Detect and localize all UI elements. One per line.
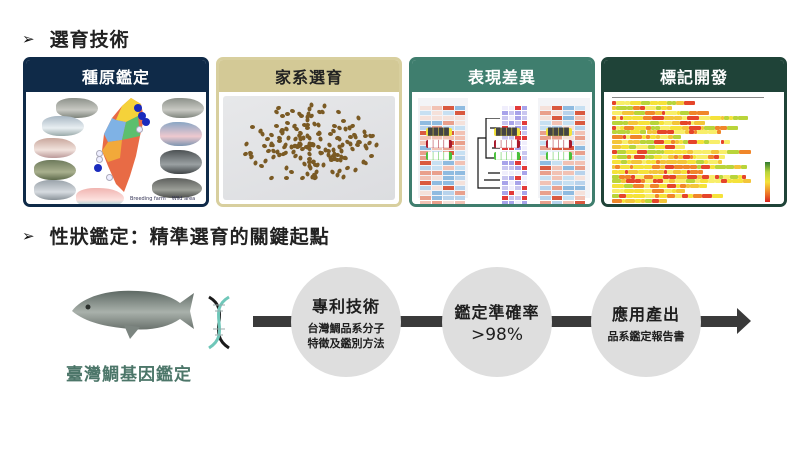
step-subtitle: 台灣鯛品系分子 特徵及鑑別方法 (307, 322, 385, 350)
flow-connector (699, 316, 739, 327)
fish-gene-identification-caption: 臺灣鯛基因鑑定 (66, 365, 192, 385)
dna-helix-icon (208, 295, 230, 350)
color-scale-legend (765, 162, 770, 202)
section-title-trait-identification: ➢ 性狀鑑定：精準選育的關鍵起點 (22, 222, 330, 249)
fish-thumbnail (160, 122, 202, 146)
heatmap-panel: ▉▉▉▉▉▉▉▉▉▉▉▉ (476, 98, 530, 204)
fish-fry-photo (219, 92, 399, 204)
tilapia-fish-icon (72, 290, 194, 339)
fish-thumbnail (160, 150, 202, 174)
flow-connector (253, 316, 293, 327)
card-germplasm-identification: 種原鑑定 Breeding farm Wild area (23, 57, 209, 207)
accuracy-value: >98% (470, 325, 524, 345)
card-marker-development: 標記開發 (601, 57, 787, 207)
heatmap-panel: ▉▉▉▉▉▉▉▉▉▉▉▉ (538, 98, 590, 204)
breeding-farm-marker (106, 174, 113, 181)
marker-heatmap-image (604, 92, 784, 204)
card-header: 種原鑑定 (26, 60, 206, 92)
step-patent-technology: 專利技術 台灣鯛品系分子 特徵及鑑別方法 (291, 267, 401, 377)
taiwan-origin-map-image: Breeding farm Wild area (26, 92, 206, 204)
step-application-output: 應用產出 品系鑑定報告書 (591, 267, 701, 377)
card-header: 標記開發 (604, 60, 784, 92)
fish-thumbnail (152, 178, 202, 198)
arrow-right-icon (737, 308, 751, 334)
section-title-text: 選育技術 (49, 29, 130, 51)
card-header: 家系選育 (219, 60, 399, 92)
wild-area-marker (142, 118, 150, 126)
fish-thumbnail (162, 98, 204, 118)
step-title: 專利技術 (311, 297, 380, 316)
fish-thumbnail (34, 138, 76, 158)
fish-thumbnail (56, 98, 98, 118)
flow-connector (400, 316, 444, 327)
wild-area-marker (138, 112, 146, 120)
wild-area-marker (94, 164, 102, 172)
step-identification-accuracy: 鑑定準確率 >98% (442, 267, 552, 377)
section-title-breeding-tech: ➢ 選育技術 (22, 25, 130, 52)
wild-area-marker (134, 104, 142, 112)
step-subtitle: 品系鑑定報告書 (607, 329, 685, 343)
fish-thumbnail (76, 188, 124, 204)
card-expression-difference: 表現差異 ▉▉▉▉▉▉▉▉▉▉▉▉ ▉▉▉▉▉▉▉▉▉▉▉▉ ▉▉▉▉▉▉▉▉▉… (409, 57, 595, 207)
section-title-text: 性狀鑑定：精準選育的關鍵起點 (49, 226, 330, 248)
step-title: 鑑定準確率 (454, 303, 540, 322)
fish-thumbnail (42, 116, 84, 136)
arrow-bullet-icon: ➢ (22, 226, 36, 245)
heatmap-panel: ▉▉▉▉▉▉▉▉▉▉▉▉ (418, 98, 468, 204)
breeding-farm-marker (96, 156, 103, 163)
breeding-farm-marker (136, 126, 143, 133)
card-header: 表現差異 (412, 60, 592, 92)
fish-thumbnail (34, 180, 76, 200)
expression-heatmaps-image: ▉▉▉▉▉▉▉▉▉▉▉▉ ▉▉▉▉▉▉▉▉▉▉▉▉ ▉▉▉▉▉▉▉▉▉▉▉▉ (412, 92, 592, 204)
flow-connector (550, 316, 593, 327)
step-title: 應用產出 (611, 304, 680, 324)
taiwan-map-icon (102, 98, 144, 192)
arrow-bullet-icon: ➢ (22, 29, 36, 48)
map-legend: Breeding farm Wild area (130, 196, 196, 202)
card-family-selection: 家系選育 (216, 57, 402, 207)
fish-thumbnail (34, 160, 76, 180)
